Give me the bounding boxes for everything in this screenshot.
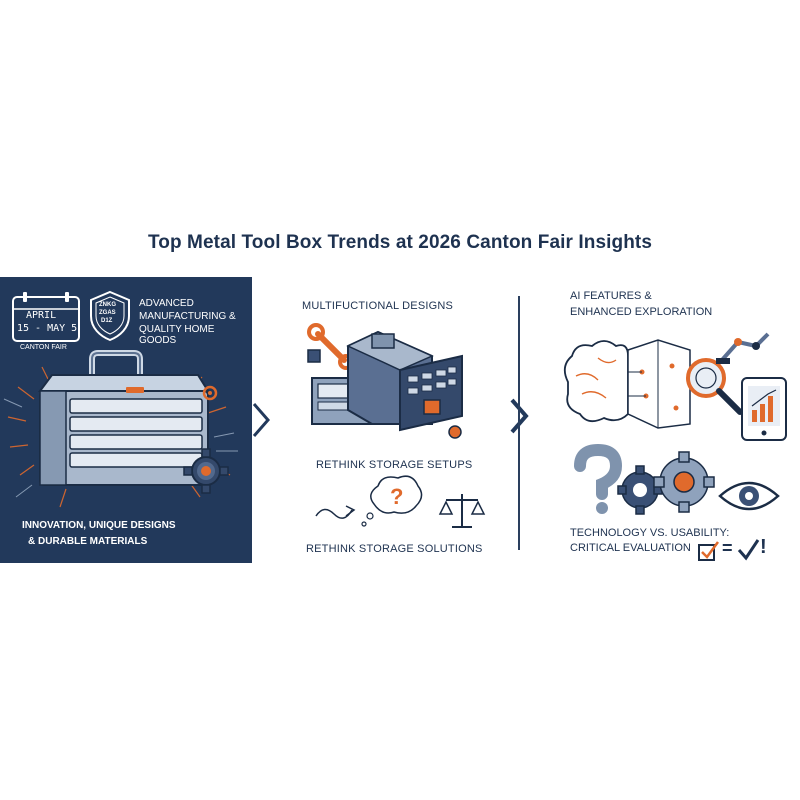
svg-text:?: ? [390, 484, 403, 509]
chevron-right-icon [252, 403, 270, 437]
toolbox-icon [3, 350, 238, 508]
check-mark-icon [737, 539, 760, 561]
factory-icon [311, 330, 463, 439]
right-bottom-label-line-1: TECHNOLOGY VS. USABILITY: [570, 527, 730, 539]
brain-icon [563, 339, 691, 429]
wrench-icon [307, 323, 354, 370]
right-top-label-line-1: AI FEATURES & [570, 290, 652, 302]
calendar-icon [12, 292, 80, 342]
thought-bubble-icon: ? [315, 475, 423, 527]
badge-line-3: D1Z [101, 318, 113, 324]
middle-bottom-label: RETHINK STORAGE SOLUTIONS [306, 543, 483, 555]
small-gear-icon [202, 385, 218, 401]
middle-top-label: MULTIFUCTIONAL DESIGNS [302, 300, 454, 312]
magnifier-icon [686, 358, 743, 415]
question-mark-icon [574, 443, 623, 514]
shield-badge-icon [90, 290, 130, 342]
left-heading-line-3: QUALITY HOME GOODS [139, 324, 215, 346]
calendar-days: 15 - MAY 5 [17, 323, 78, 334]
page-title: Top Metal Tool Box Trends at 2026 Canton… [147, 232, 653, 253]
middle-center-label: RETHINK STORAGE SETUPS [316, 459, 473, 471]
exclamation-symbol: ! [760, 536, 767, 558]
right-top-label-line-2: ENHANCED EXPLORATION [570, 306, 713, 318]
robot-arm-icon [716, 332, 770, 364]
eye-icon [718, 481, 780, 511]
scale-icon [438, 494, 486, 528]
equals-symbol: = [722, 538, 733, 558]
left-heading-line-2: MANUFACTURING & [139, 311, 236, 322]
badge-line-1: ZNKG [99, 302, 116, 308]
gear-icon [183, 448, 229, 494]
left-heading-line-1: ADVANCED [139, 298, 194, 309]
left-footer-line-2: & DURABLE MATERIALS [28, 536, 148, 547]
tablet-chart-icon [741, 377, 787, 441]
calendar-month: APRIL [26, 310, 57, 321]
left-footer-line-1: INNOVATION, UNIQUE DESIGNS [22, 520, 176, 531]
calendar-caption: CANTON FAIR [20, 344, 67, 351]
chevron-right-icon-2 [510, 398, 529, 434]
left-panel: APRIL 15 - MAY 5 CANTON FAIR ZNKG ZGAS D… [0, 277, 252, 563]
right-bottom-label-line-2: CRITICAL EVALUATION [570, 542, 691, 554]
gears-icon [617, 451, 715, 515]
badge-line-2: ZGAS [99, 310, 116, 316]
checkbox-icon [698, 541, 720, 561]
section-divider [518, 296, 520, 550]
